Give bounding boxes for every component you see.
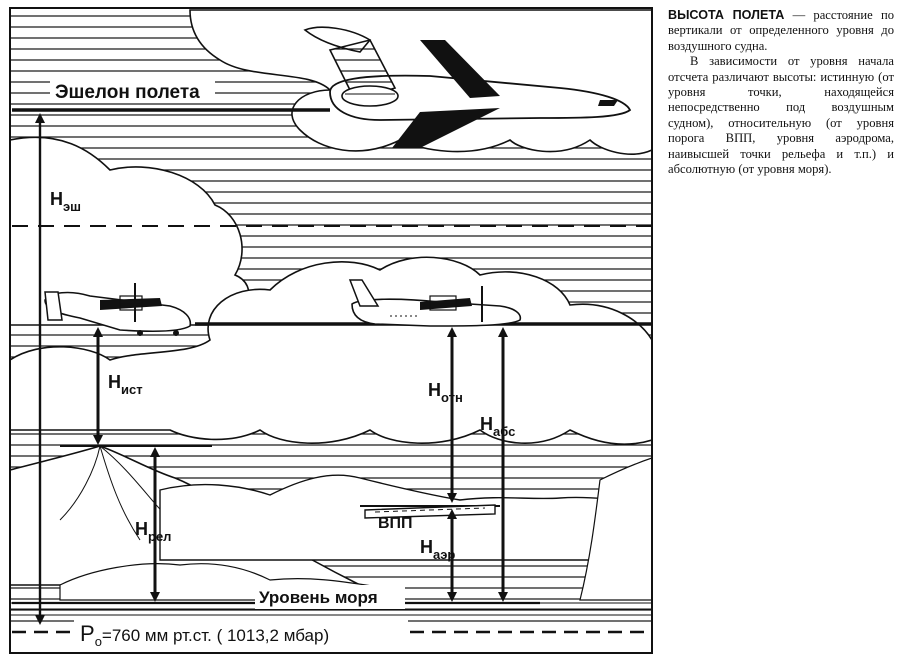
jet-airliner bbox=[303, 26, 632, 148]
h-esh-label: Hэш bbox=[50, 189, 81, 214]
h-abs-label: Hабс bbox=[480, 414, 515, 439]
runway-label: ВПП bbox=[378, 515, 413, 532]
definition-lead-text: — расстояние по вертикали от определенно… bbox=[668, 8, 894, 53]
definition-text: ВЫСОТА ПОЛЕТА — расстояние по вертикали … bbox=[668, 8, 894, 177]
definition-term: ВЫСОТА ПОЛЕТА bbox=[668, 8, 785, 22]
flight-level-label: Эшелон полета bbox=[55, 82, 200, 103]
h-ist-label: Hист bbox=[108, 372, 143, 397]
definition-body: В зависимости от уровня начала отсчета р… bbox=[668, 54, 894, 177]
right-slope bbox=[579, 457, 652, 601]
diagram-frame bbox=[9, 7, 653, 654]
sea-water bbox=[10, 600, 652, 622]
left-prop-airplane bbox=[44, 283, 192, 336]
right-prop-airplane bbox=[348, 279, 522, 327]
h-aer-label: Hаэр bbox=[420, 537, 455, 562]
h-rel-label: Hрел bbox=[135, 519, 171, 544]
distant-hills bbox=[159, 474, 652, 561]
definition-lead: ВЫСОТА ПОЛЕТА — расстояние по вертикали … bbox=[668, 8, 894, 54]
pressure-label: Po=760 мм рт.ст. ( 1013,2 мбар) bbox=[80, 621, 329, 649]
h-otn-label: Hотн bbox=[428, 380, 463, 405]
middle-cloud bbox=[10, 256, 652, 445]
runway bbox=[364, 504, 496, 519]
flight-altitude-diagram: Эшелон полета Hэш Hист Hотн Hабс Hрел Hа… bbox=[9, 7, 653, 654]
sea-level-label: Уровень моря bbox=[259, 588, 378, 607]
